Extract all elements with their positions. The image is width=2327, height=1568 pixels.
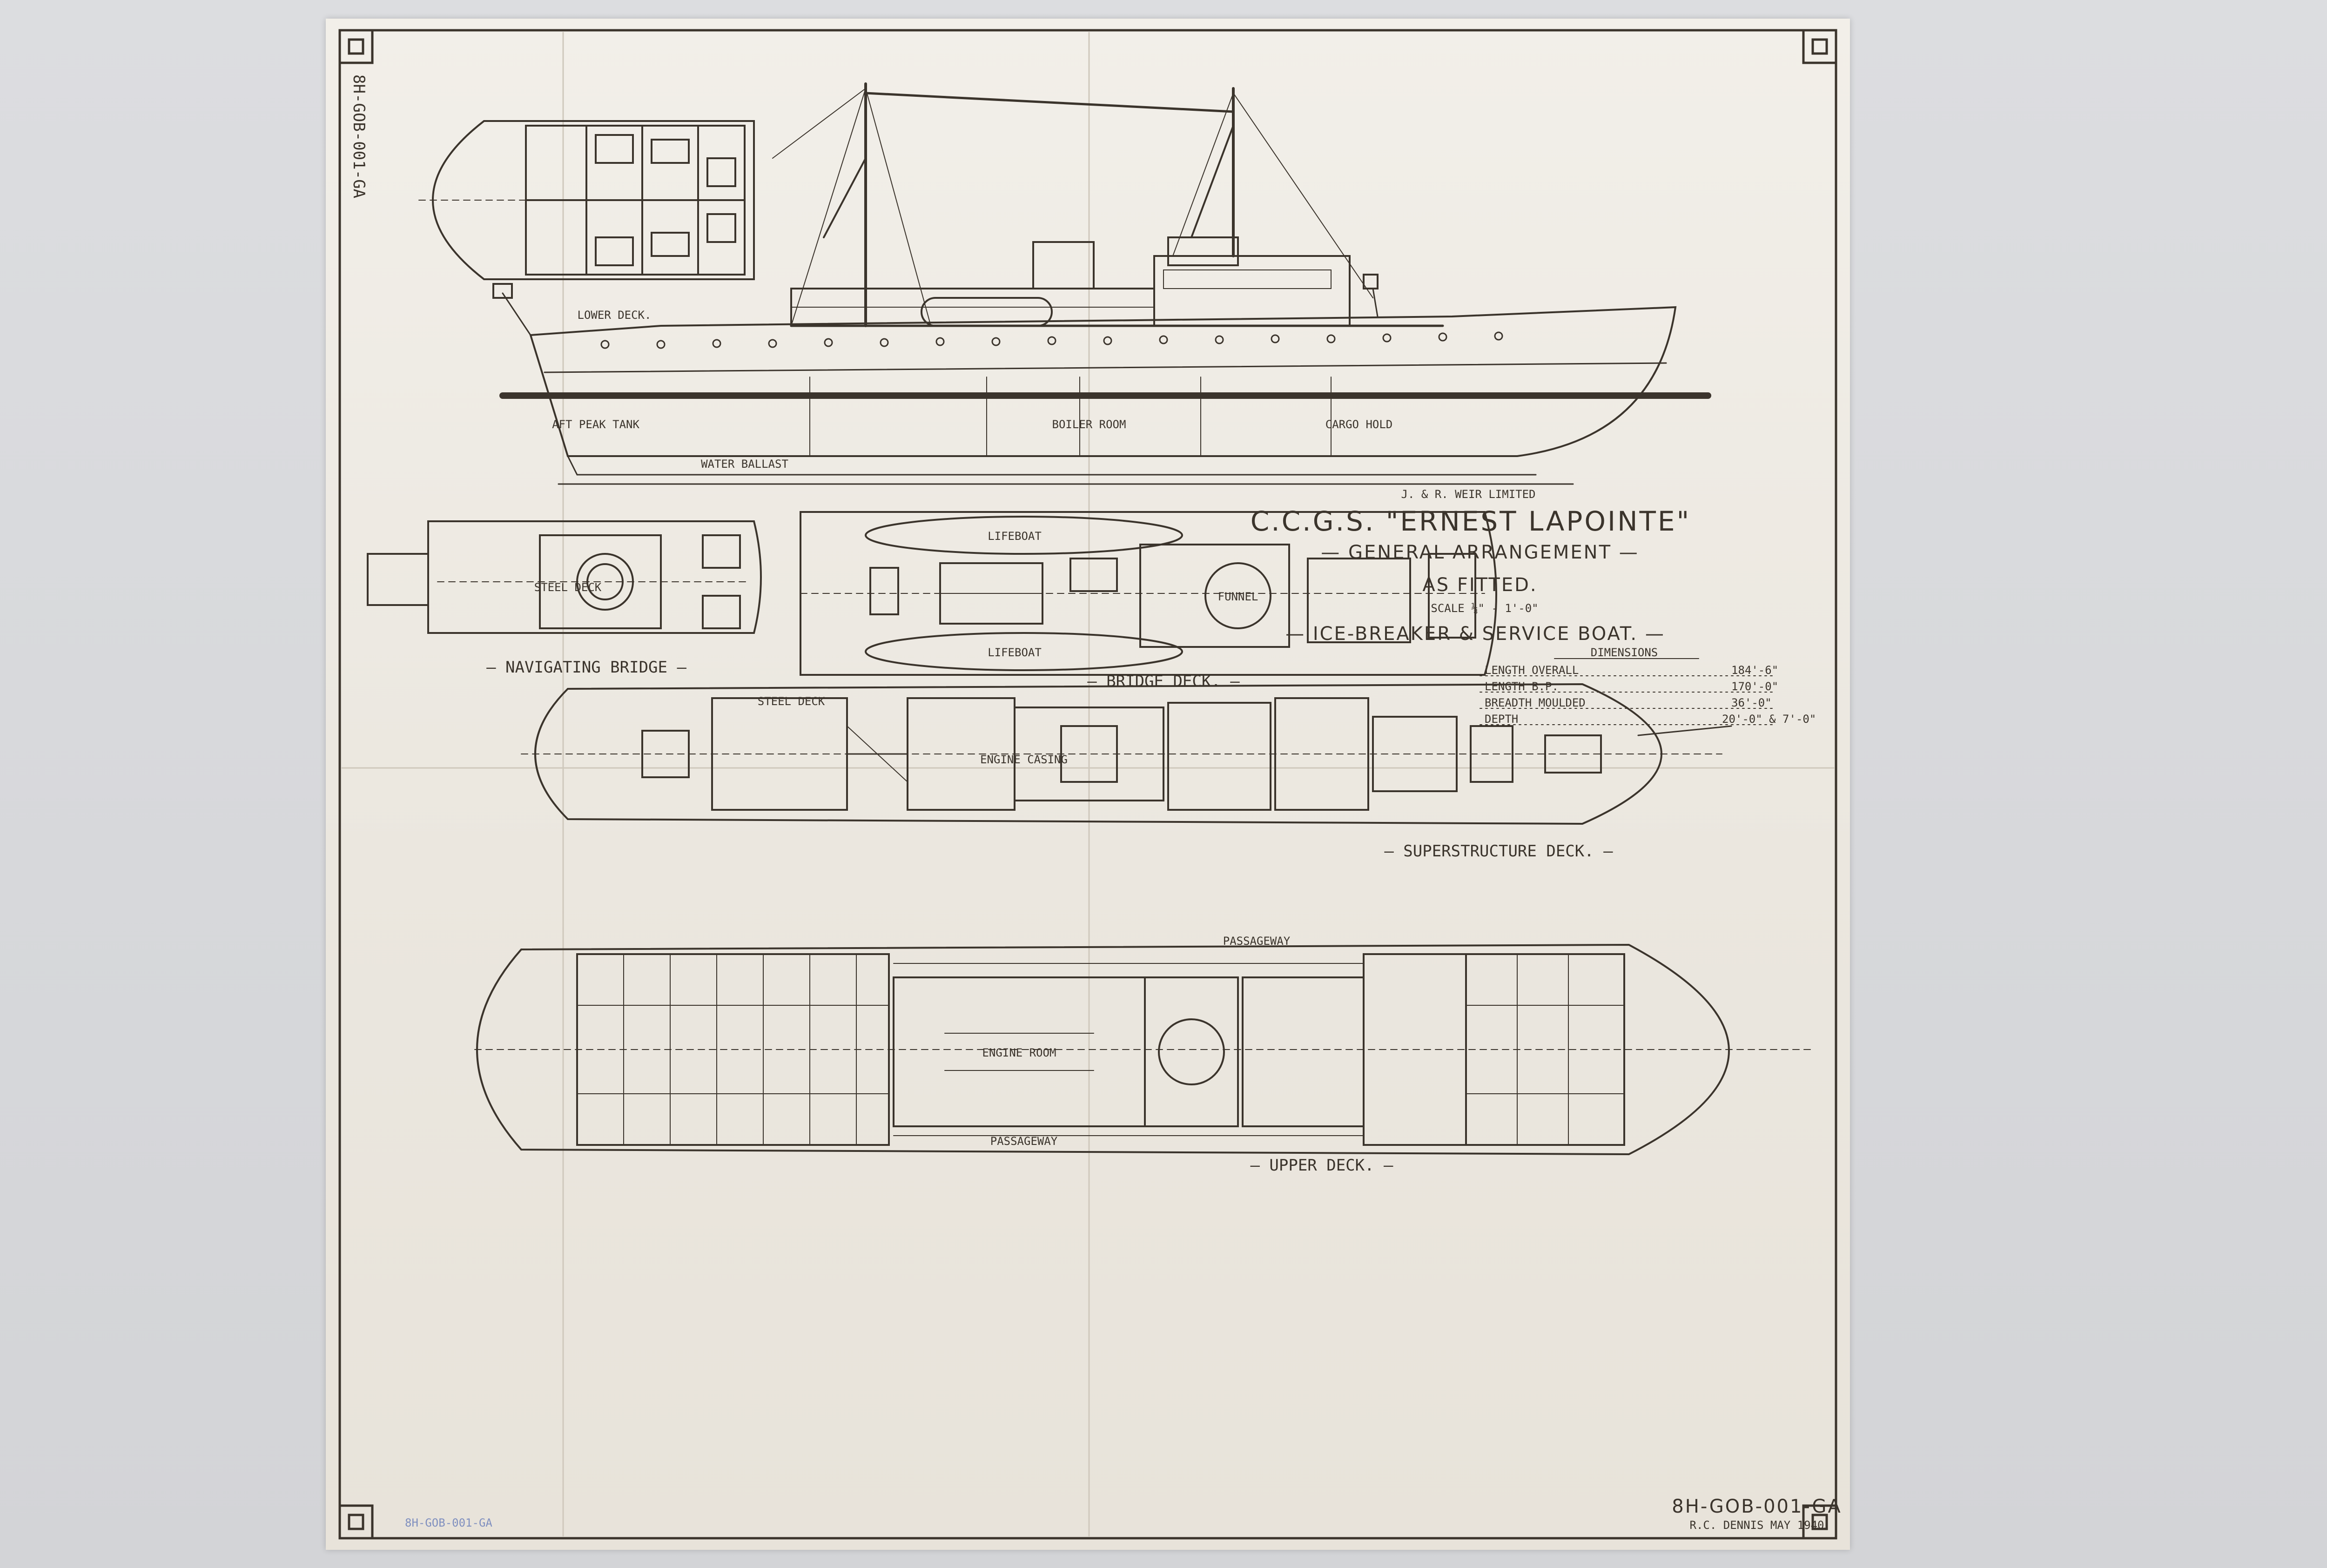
- label-lifeboat-starboard: LIFEBOAT: [988, 646, 1042, 659]
- drawing-number-top-left: 8H-GOB-001-GA: [350, 74, 368, 198]
- drawing-labels: 8H-GOB-001-GA LOWER DECK. — NAVIGATING B…: [350, 74, 1842, 1532]
- label-upper-deck: — UPPER DECK. —: [1250, 1156, 1393, 1175]
- bridge-deck-plan: [800, 511, 1497, 676]
- label-funnel: FUNNEL: [1218, 590, 1258, 603]
- label-engine-casing: ENGINE CASING: [980, 753, 1068, 766]
- title-scale: SCALE ⅛" - 1'-0": [1431, 602, 1538, 615]
- label-steel-deck-superstructure: STEEL DECK: [758, 695, 825, 708]
- fold-lines: [341, 32, 1835, 1537]
- dimension-value-length-overall: 184'-6": [1731, 664, 1778, 677]
- title-vessel-type: — ICE-BREAKER & SERVICE BOAT. —: [1285, 623, 1665, 645]
- upper-deck-plan: [474, 943, 1816, 1156]
- title-ship-name: C.C.G.S. "ERNEST LAPOINTE": [1251, 505, 1691, 537]
- dimension-label-length-bp: LENGTH B.P.: [1485, 680, 1559, 693]
- label-water-ballast: WATER BALLAST: [701, 458, 788, 471]
- dimension-value-length-bp: 170'-0": [1731, 680, 1778, 693]
- label-boiler-room: BOILER ROOM: [1052, 418, 1126, 431]
- blueprint-sheet: 8H-GOB-001-GA LOWER DECK. — NAVIGATING B…: [326, 19, 1850, 1550]
- title-builder: J. & R. WEIR LIMITED: [1401, 488, 1536, 501]
- label-navigating-bridge: — NAVIGATING BRIDGE —: [486, 658, 686, 677]
- border-frame: [338, 29, 1837, 1540]
- dimension-label-breadth: BREADTH MOULDED: [1485, 696, 1586, 709]
- label-engine-room: ENGINE ROOM: [982, 1046, 1056, 1059]
- label-passageway-top: PASSAGEWAY: [1223, 935, 1291, 948]
- drawing-author-date: R.C. DENNIS MAY 1940: [1690, 1519, 1824, 1532]
- label-steel-deck-bridge: STEEL DECK: [534, 581, 602, 594]
- superstructure-deck-plan: [521, 683, 1722, 825]
- blueprint-drawing: 8H-GOB-001-GA LOWER DECK. — NAVIGATING B…: [338, 29, 1842, 1540]
- label-cargo-hold: CARGO HOLD: [1325, 418, 1393, 431]
- dimension-label-length-overall: LENGTH OVERALL: [1485, 664, 1579, 677]
- label-aft-peak-tank: AFT PEAK TANK: [552, 418, 639, 431]
- label-lifeboat-port: LIFEBOAT: [988, 530, 1042, 543]
- lower-deck-plan: [418, 120, 755, 280]
- dimension-label-depth: DEPTH: [1485, 713, 1518, 726]
- dimensions-heading: DIMENSIONS: [1591, 646, 1658, 659]
- label-superstructure-deck: — SUPERSTRUCTURE DECK. —: [1384, 842, 1613, 861]
- label-bridge-deck: — BRIDGE DECK. —: [1087, 672, 1240, 691]
- label-passageway-bottom: PASSAGEWAY: [990, 1135, 1058, 1148]
- dimension-value-depth: 20'-0" & 7'-0": [1722, 713, 1816, 726]
- drawing-number-bottom-right: 8H-GOB-001-GA: [1672, 1496, 1842, 1517]
- title-status: AS FITTED.: [1422, 574, 1537, 596]
- title-drawing-name: — GENERAL ARRANGEMENT —: [1321, 542, 1639, 563]
- ship-profile-elevation: [492, 82, 1711, 485]
- navigating-bridge-plan: [367, 520, 762, 634]
- label-lower-deck: LOWER DECK.: [578, 309, 652, 322]
- archive-stamp-bottom-left: 8H-GOB-001-GA: [405, 1516, 492, 1529]
- dimension-value-breadth: 36'-0": [1731, 696, 1772, 709]
